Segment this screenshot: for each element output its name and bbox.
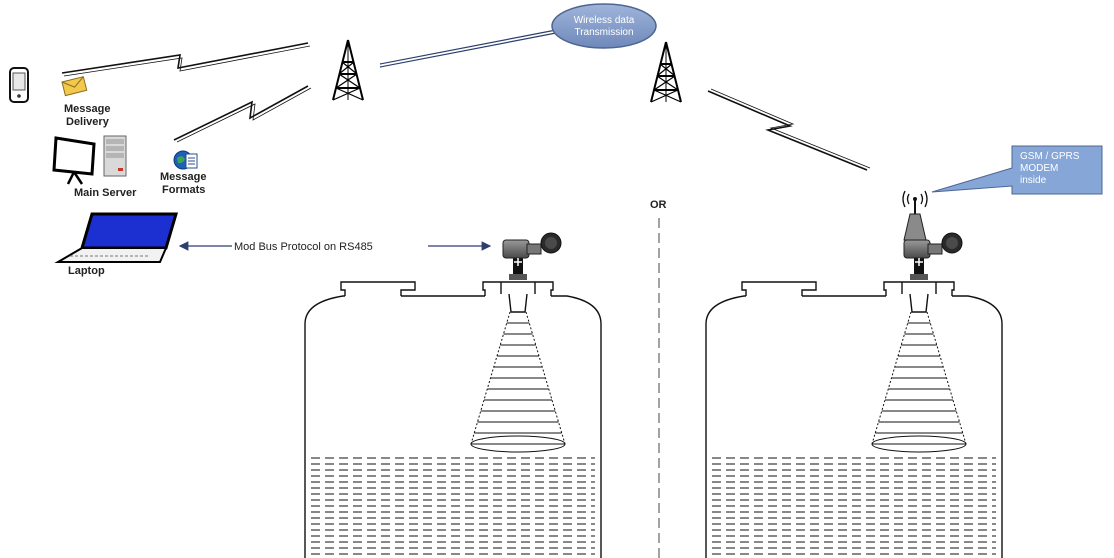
- radar-level-transmitter-icon: [502, 232, 562, 280]
- mounting-flange: [883, 281, 955, 296]
- wireless-data-callout: Wireless data Transmission: [551, 3, 657, 49]
- gsm-callout-line1: GSM / GPRS: [1020, 151, 1080, 162]
- wireless-link-to-modem: [707, 88, 871, 171]
- storage-tank-icon: [304, 232, 602, 558]
- liquid-level: [712, 457, 996, 555]
- tank-nozzle: [340, 281, 416, 296]
- storage-tank-icon: [705, 190, 1003, 558]
- tank-shell: [304, 295, 602, 558]
- wireless-callout-line2: Transmission: [574, 27, 633, 38]
- laptop-icon: [54, 212, 179, 263]
- radar-beam: [871, 311, 967, 453]
- gsm-callout-line3: inside: [1020, 175, 1047, 186]
- tanks-group: [304, 190, 1003, 558]
- laptop-label: Laptop: [68, 265, 105, 277]
- server-tower-icon: [103, 135, 127, 177]
- tank-shell: [705, 295, 1003, 558]
- message-formats-label-line2: Formats: [162, 184, 205, 196]
- radar-beam: [470, 311, 566, 453]
- radar-level-transmitter-icon: [903, 232, 963, 280]
- antenna-tower-icon: [650, 41, 682, 103]
- gsm-modem-callout: GSM / GPRS MODEM inside: [931, 145, 1103, 195]
- message-delivery-label-line2: Delivery: [66, 116, 110, 128]
- presentation-board-icon: [52, 136, 96, 185]
- globe-document-icon: [173, 150, 198, 170]
- antenna-tower-icon: [332, 39, 364, 101]
- or-label: OR: [650, 199, 667, 211]
- mobile-phone-icon: [9, 67, 29, 103]
- wireless-link-to-phone: [61, 42, 311, 77]
- wireless-link-to-server: [173, 85, 312, 143]
- main-server-label: Main Server: [74, 187, 137, 199]
- wireless-callout-line1: Wireless data: [574, 15, 635, 26]
- mounting-flange: [482, 281, 554, 296]
- radar-horn: [508, 293, 528, 313]
- message-delivery-label: Message: [64, 103, 110, 115]
- gsm-modem-antenna-icon: [902, 190, 928, 241]
- envelope-icon: [61, 76, 88, 97]
- link-tower-bubble: [379, 29, 557, 68]
- message-formats-label: Message: [160, 171, 206, 183]
- radar-horn: [909, 293, 929, 313]
- modbus-protocol-label: Mod Bus Protocol on RS485: [234, 241, 373, 253]
- liquid-level: [311, 457, 595, 555]
- gsm-callout-line2: MODEM: [1020, 163, 1058, 174]
- tank-nozzle: [741, 281, 817, 296]
